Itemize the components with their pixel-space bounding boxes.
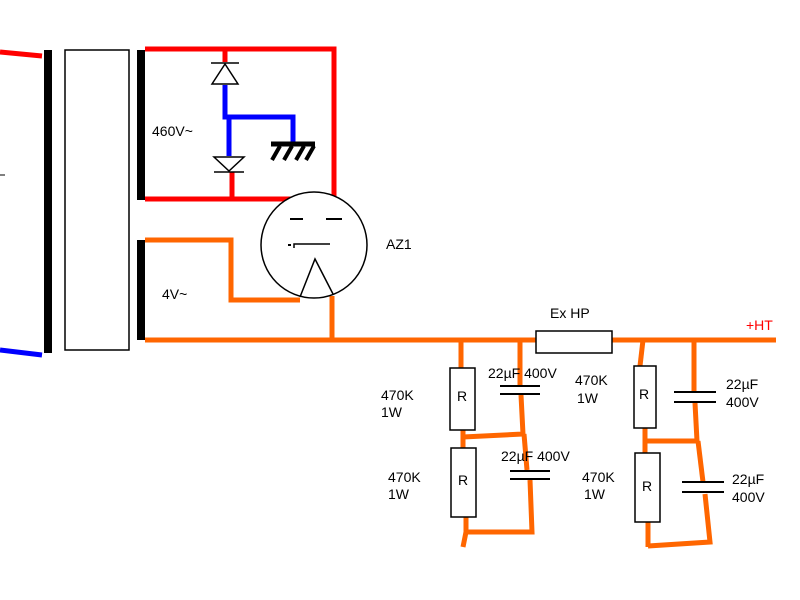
left-r1-power: 1W: [381, 404, 403, 420]
resistor-icon: [633, 365, 657, 429]
right-c2-voltage: 400V: [732, 489, 765, 505]
resistor-icon: [634, 452, 661, 523]
transformer: [0, 49, 145, 358]
right-r2-value: 470K: [582, 469, 615, 485]
heater-bottom-wire: [145, 296, 335, 343]
resistor-symbol: R: [457, 388, 467, 404]
resistor-symbol: R: [639, 386, 649, 402]
transformer-core: [64, 49, 130, 351]
right-c1-voltage: 400V: [726, 394, 759, 410]
resistor-symbol: R: [642, 478, 652, 494]
secondary-hv-winding-bar: [137, 50, 145, 200]
ground-icon: [270, 141, 316, 161]
left-r1-value: 470K: [381, 387, 414, 403]
heater-top-wire: [145, 237, 300, 303]
tube-label: AZ1: [386, 236, 412, 252]
capacitor-icon: [682, 481, 724, 493]
choke-resistor: [535, 330, 613, 354]
right-c2-value: 22µF: [732, 471, 764, 487]
right-r1-power: 1W: [577, 390, 599, 406]
diode-icon: [210, 62, 240, 85]
left-r2-value: 470K: [388, 469, 421, 485]
primary-winding-top-wire: [0, 49, 43, 59]
right-c1-value: 22µF: [726, 376, 758, 392]
left-c2-value: 22µF 400V: [501, 448, 570, 464]
center-tap-wire: [222, 85, 296, 143]
left-c1-value: 22µF 400V: [488, 365, 557, 381]
choke-label: Ex HP: [550, 305, 590, 321]
primary-core-bar: [44, 50, 52, 353]
rectifier-tube-icon: [260, 191, 368, 299]
primary-winding-bottom-wire: [0, 347, 43, 358]
capacitor-icon: [674, 391, 716, 403]
resistor-icon: [450, 447, 477, 518]
secondary-heater-winding-bar: [137, 240, 145, 340]
resistor-symbol: R: [458, 472, 468, 488]
resistor-icon: [449, 367, 476, 431]
diode-icon: [212, 156, 246, 173]
secondary-voltage-label: 460V~: [152, 123, 193, 139]
right-r2-power: 1W: [584, 486, 606, 502]
right-stage-wiring: [637, 339, 713, 549]
ht-output-label: +HT: [746, 317, 773, 333]
left-stage-wiring: [458, 340, 535, 548]
capacitor-icon: [510, 470, 550, 480]
heater-voltage-label: 4V~: [162, 286, 187, 302]
right-r1-value: 470K: [575, 372, 608, 388]
center-tap-ground-circuit: [222, 85, 296, 156]
left-r2-power: 1W: [388, 486, 410, 502]
hv-top-wire: [145, 46, 337, 220]
capacitor-icon: [500, 385, 540, 395]
